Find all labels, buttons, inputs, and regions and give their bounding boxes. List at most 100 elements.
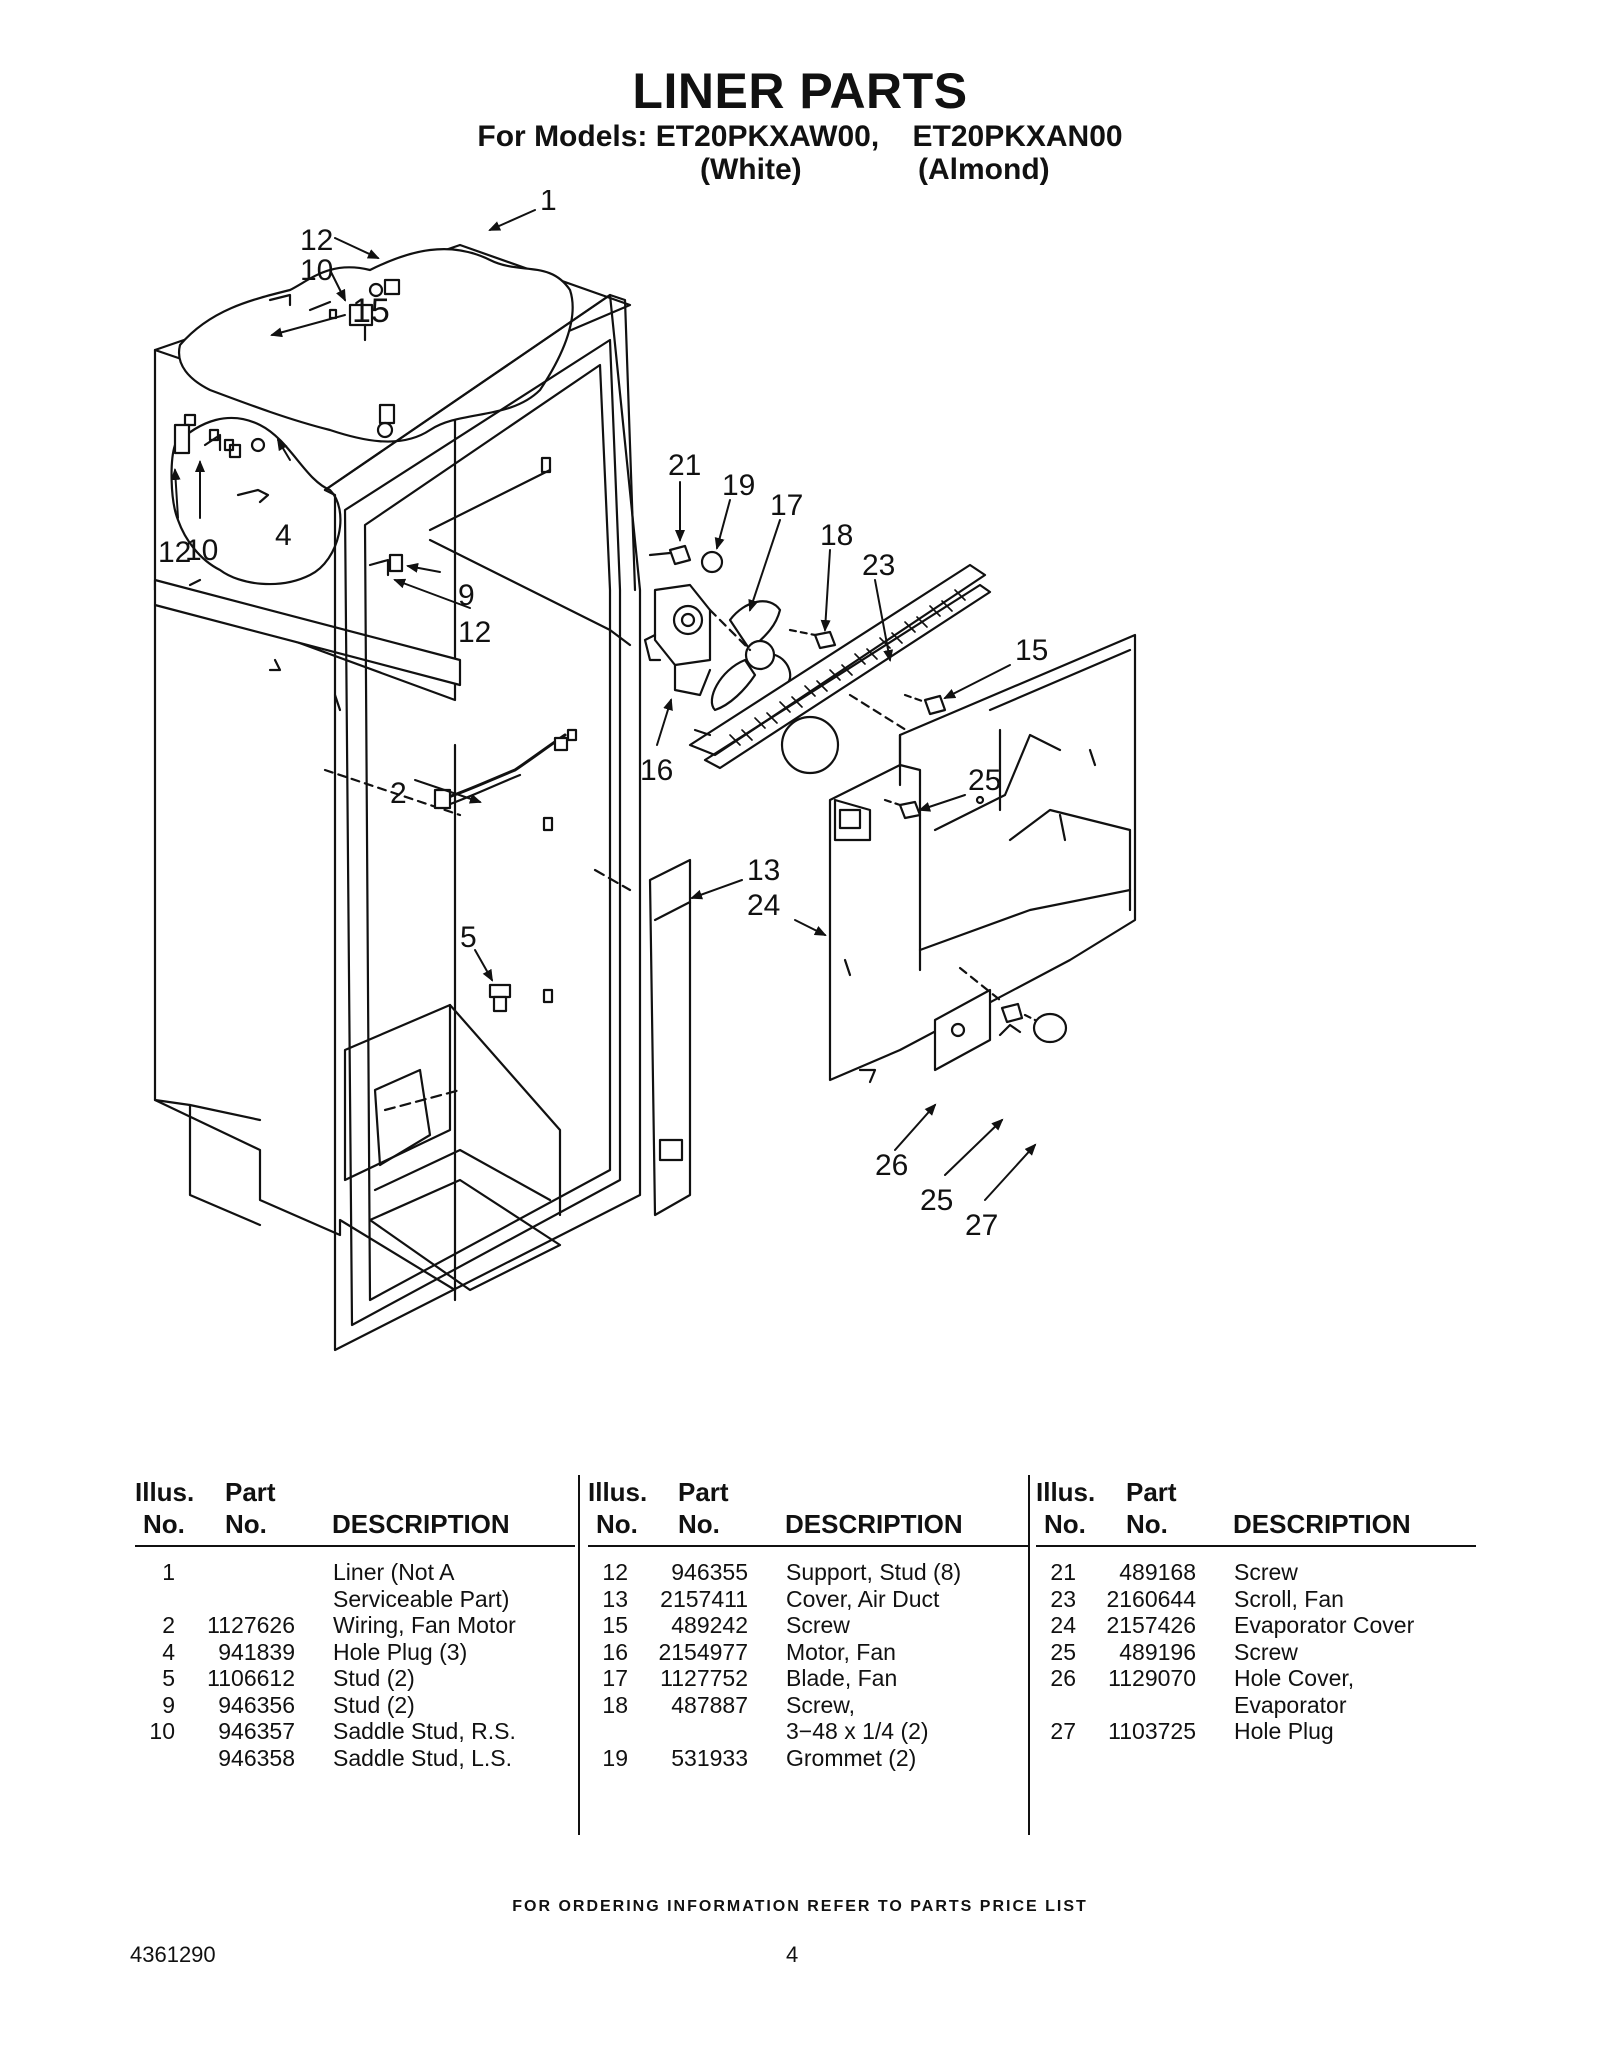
illus-number: 18 xyxy=(602,1691,628,1718)
part-description: Screw, xyxy=(786,1691,856,1718)
part-number: 531933 xyxy=(671,1744,748,1771)
color-almond: (Almond) xyxy=(918,153,1050,186)
callout-15-right: 15 xyxy=(1015,634,1048,667)
document-number: 4361290 xyxy=(130,1942,216,1967)
callout-labels: 1 2 4 5 9 10 10 12 12 12 13 15 15 16 17 … xyxy=(158,190,1048,1242)
part-description: Stud (2) xyxy=(333,1691,415,1718)
part-description: Cover, Air Duct xyxy=(786,1585,940,1612)
illus-number: 13 xyxy=(602,1585,628,1612)
part-number: 2157426 xyxy=(1106,1612,1196,1638)
callout-16: 16 xyxy=(640,754,673,787)
models-line: For Models: ET20PKXAW00, ET20PKXAN00 xyxy=(477,120,1123,153)
illus-number: 12 xyxy=(602,1559,628,1585)
table-header: Illus. No. Part No. DESCRIPTION xyxy=(135,1475,575,1547)
callout-5: 5 xyxy=(460,921,477,954)
part-number: 946355 xyxy=(671,1559,748,1585)
part-description: Support, Stud (8) xyxy=(786,1559,962,1585)
table-row: 16 2154977 Motor, Fan xyxy=(588,1639,1028,1666)
color-white: (White) xyxy=(700,153,802,186)
column-divider-1 xyxy=(578,1475,580,1835)
part-description: Scroll, Fan xyxy=(1234,1585,1344,1612)
illus-number: 17 xyxy=(602,1665,628,1691)
callout-9: 9 xyxy=(458,579,475,612)
callout-12-right: 12 xyxy=(458,616,491,649)
part-number: 1127752 xyxy=(660,1665,748,1691)
evaporator-cover xyxy=(828,633,1137,1084)
table-row: 13 2157411 Cover, Air Duct xyxy=(588,1586,1028,1613)
ordering-note: FOR ORDERING INFORMATION REFER TO PARTS … xyxy=(512,1898,1088,1915)
part-description: Screw xyxy=(1234,1559,1298,1585)
illus-number: 16 xyxy=(602,1638,628,1665)
table-row: 24 2157426 Evaporator Cover xyxy=(1036,1612,1476,1639)
table-row: 4 941839 Hole Plug (3) xyxy=(135,1639,575,1666)
illus-number: 10 xyxy=(149,1718,175,1744)
callout-10-upper: 10 xyxy=(300,254,333,287)
illus-number: 2 xyxy=(162,1612,175,1638)
part-number: 1129070 xyxy=(1108,1665,1196,1691)
callout-19: 19 xyxy=(722,469,755,502)
callout-15-upper: 15 xyxy=(352,292,390,330)
callout-1: 1 xyxy=(540,190,557,217)
illus-number: 27 xyxy=(1050,1718,1076,1744)
part-description: Evaporator Cover xyxy=(1234,1612,1415,1638)
part-description: Wiring, Fan Motor xyxy=(333,1612,516,1638)
part-description: Hole Plug (3) xyxy=(333,1638,468,1665)
part-description: Evaporator xyxy=(1234,1691,1347,1718)
table-row: Serviceable Part) xyxy=(135,1586,575,1613)
part-description: 3−48 x 1/4 (2) xyxy=(786,1718,929,1744)
exploded-parts-diagram: 1 2 4 5 9 10 10 12 12 12 13 15 15 16 17 … xyxy=(153,190,1137,1352)
callout-4: 4 xyxy=(275,519,292,552)
part-description: Motor, Fan xyxy=(786,1638,896,1665)
table-row: 23 2160644 Scroll, Fan xyxy=(1036,1586,1476,1613)
page-number: 4 xyxy=(786,1942,799,1967)
callout-26: 26 xyxy=(875,1149,908,1182)
illus-number: 4 xyxy=(162,1638,175,1665)
part-number: 2160644 xyxy=(1106,1585,1196,1612)
part-number: 941839 xyxy=(218,1638,295,1665)
part-description: Liner (Not A xyxy=(333,1559,455,1585)
part-description: Grommet (2) xyxy=(786,1744,917,1771)
table-row: 19 531933 Grommet (2) xyxy=(588,1745,1028,1772)
part-number: 946358 xyxy=(218,1744,295,1771)
illus-number: 26 xyxy=(1050,1665,1076,1691)
liner-small-parts xyxy=(173,278,578,1013)
callout-27: 27 xyxy=(965,1209,998,1242)
liner-body xyxy=(153,243,642,1352)
part-description: Saddle Stud, R.S. xyxy=(333,1718,516,1744)
callout-21: 21 xyxy=(668,449,701,482)
page-title: LINER PARTS xyxy=(632,63,968,119)
illus-number: 5 xyxy=(162,1665,175,1691)
table-row: 2 1127626 Wiring, Fan Motor xyxy=(135,1612,575,1639)
callout-24: 24 xyxy=(747,889,780,922)
part-number: 2157411 xyxy=(660,1585,748,1612)
part-description: Stud (2) xyxy=(333,1665,415,1691)
illus-number: 19 xyxy=(602,1744,628,1771)
part-number: 489196 xyxy=(1119,1638,1196,1665)
callout-10-lower: 10 xyxy=(185,534,218,567)
part-number: 946356 xyxy=(218,1691,295,1718)
part-description: Blade, Fan xyxy=(786,1665,898,1691)
illus-number: 24 xyxy=(1050,1612,1076,1638)
part-number: 2154977 xyxy=(658,1638,748,1665)
air-duct-cover xyxy=(593,858,692,1217)
illus-number: 15 xyxy=(602,1612,628,1638)
part-number: 1127626 xyxy=(207,1612,295,1638)
fan-assembly xyxy=(643,544,992,775)
illus-number: 23 xyxy=(1050,1585,1076,1612)
illus-number: 25 xyxy=(1050,1638,1076,1665)
table-header: Illus. No. Part No. DESCRIPTION xyxy=(1036,1475,1476,1547)
